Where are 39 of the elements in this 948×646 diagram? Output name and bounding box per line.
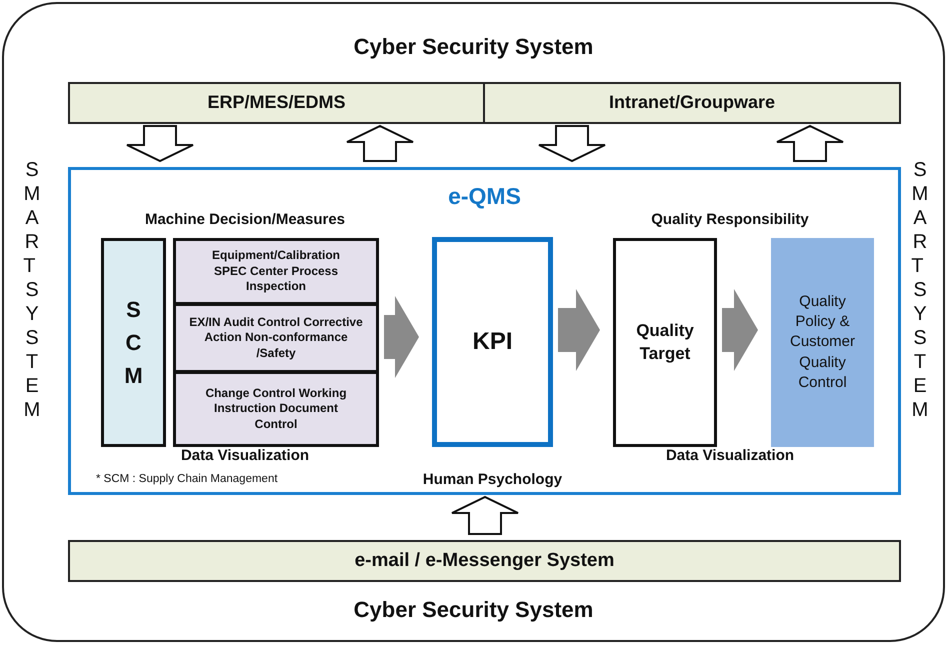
footnote: * SCM : Supply Chain Management — [96, 473, 279, 485]
process-box — [173, 238, 379, 305]
section-label: Data Visualization — [180, 447, 310, 464]
box-text: KPI — [472, 327, 512, 358]
block-arrow — [776, 124, 844, 162]
section-label: Quality Responsibility — [650, 211, 810, 228]
box-text: Intranet/Groupware — [608, 91, 776, 114]
vertical-label: SMART SYSTEM — [22, 158, 42, 422]
qms-panel — [68, 167, 901, 495]
block-arrow — [538, 125, 606, 162]
block-arrow — [722, 289, 758, 371]
section-heading: Cyber Security System — [352, 597, 594, 623]
box-text: Quality Target — [635, 320, 695, 365]
panel-title: e-QMS — [447, 183, 522, 210]
block-arrow — [126, 125, 194, 162]
block-arrow — [451, 496, 519, 535]
box-text: ERP/MES/EDMS — [207, 91, 346, 114]
section-heading: Cyber Security System — [352, 34, 594, 60]
box-text: Change Control Working Instruction Document Control — [204, 386, 348, 432]
process-box — [173, 371, 379, 447]
target-box — [613, 238, 717, 447]
node-label: Human Psychology — [422, 471, 562, 488]
box-text: SCM — [123, 296, 144, 390]
block-arrow — [346, 124, 414, 162]
box-text: e-mail / e-Messenger System — [354, 548, 614, 573]
section-label: Data Visualization — [664, 447, 796, 464]
messenger-box — [68, 540, 901, 582]
block-arrow — [558, 289, 600, 371]
scm-box — [101, 238, 166, 447]
policy-box — [771, 238, 874, 447]
vertical-label: SMART SYSTEM — [910, 158, 930, 422]
box-text: Quality Policy & Customer Quality Control — [788, 292, 856, 393]
block-arrow — [384, 296, 419, 378]
process-box — [173, 303, 379, 373]
system-box — [68, 82, 485, 124]
system-box — [485, 82, 901, 124]
box-text: Equipment/Calibration SPEC Center Process Inspection — [210, 248, 341, 295]
box-text: EX/IN Audit Control Corrective Action Non-conformance /Safety — [188, 314, 364, 362]
section-label: Machine Decision/Measures — [144, 211, 346, 228]
